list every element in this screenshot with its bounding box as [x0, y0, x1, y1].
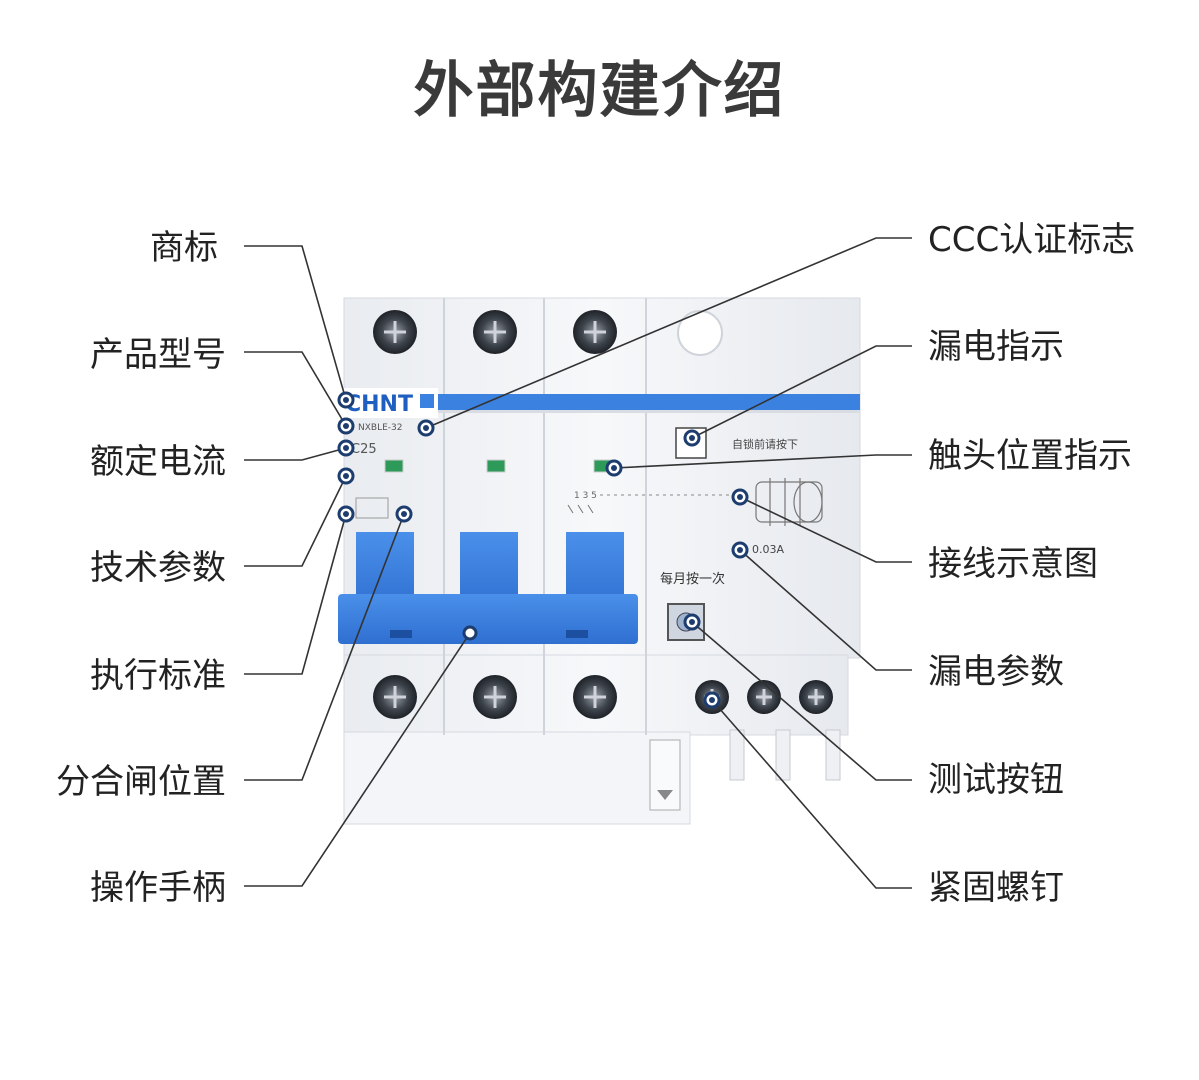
- leak-text: 0.03A: [752, 543, 784, 556]
- leader-lines-left: [244, 245, 471, 887]
- label-switch-position: 分合闸位置: [56, 762, 226, 802]
- operating-handle-shape: [338, 532, 638, 644]
- label-fastening-screw: 紧固螺钉: [928, 868, 1064, 908]
- label-leak-indicator: 漏电指示: [928, 327, 1064, 367]
- terminal-screws: [373, 310, 833, 719]
- label-operating-handle: 操作手柄: [90, 868, 226, 908]
- label-tech-params: 技术参数: [90, 548, 226, 588]
- reclose-text: 自锁前请按下: [732, 437, 798, 451]
- leader-lines-right: [425, 237, 912, 889]
- monthly-test-text: 每月按一次: [660, 571, 725, 587]
- label-contact-indicator: 触头位置指示: [928, 436, 1132, 476]
- label-ccc-mark: CCC认证标志: [928, 220, 1136, 260]
- brand-text: CHNT: [345, 392, 413, 417]
- label-rated-current: 额定电流: [90, 442, 226, 482]
- svg-text:1 3 5: 1 3 5: [574, 491, 597, 501]
- model-text: NXBLE-32: [358, 423, 402, 433]
- label-test-button: 测试按钮: [928, 760, 1064, 800]
- page-title: 外部构建介绍: [413, 56, 786, 126]
- label-product-model: 产品型号: [90, 335, 226, 375]
- marker-dots: [337, 391, 749, 709]
- current-text: C25: [351, 442, 377, 457]
- label-brand-mark: 商标: [150, 228, 218, 268]
- label-wiring-diagram: 接线示意图: [928, 544, 1098, 584]
- label-leak-params: 漏电参数: [928, 652, 1064, 692]
- label-exec-standard: 执行标准: [90, 656, 226, 696]
